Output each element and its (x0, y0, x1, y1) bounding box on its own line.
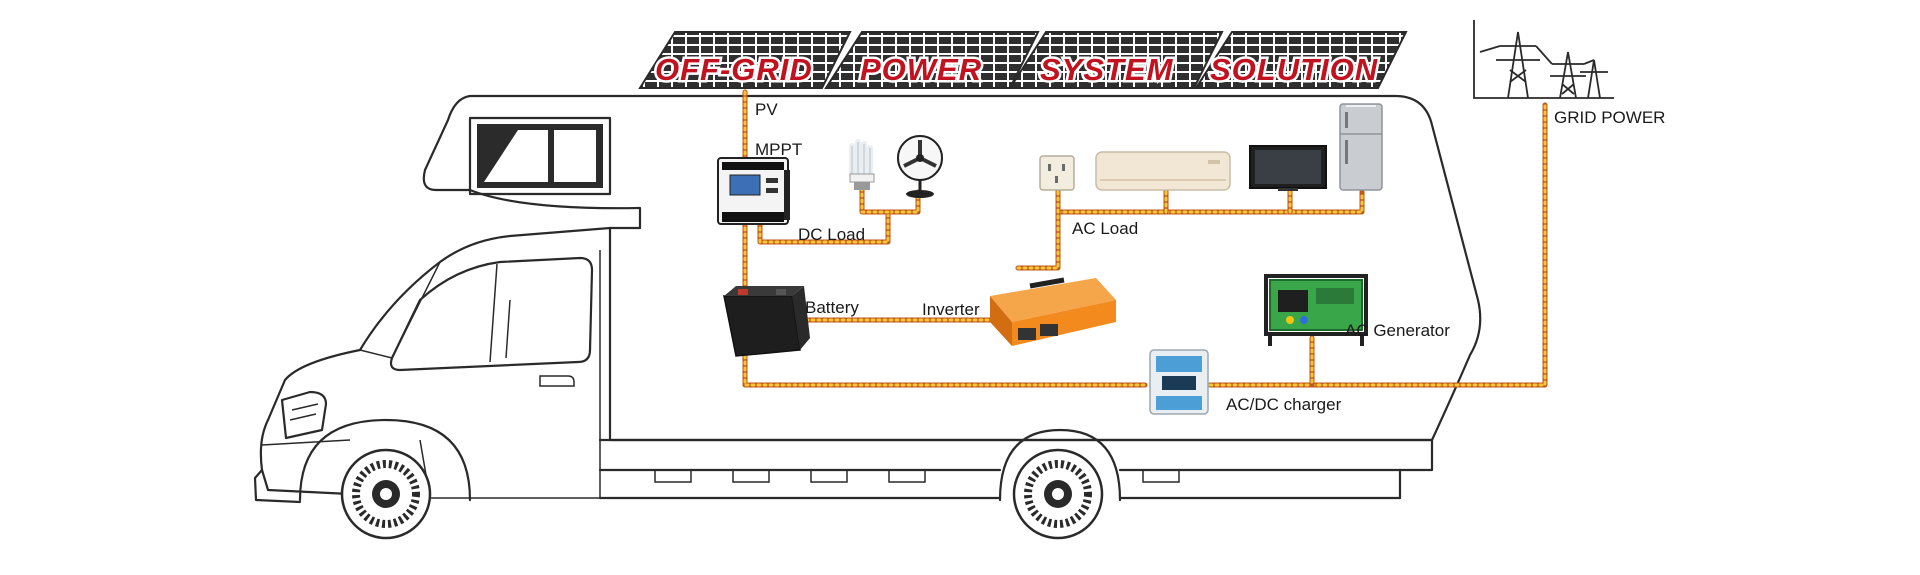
charger-icon (1149, 349, 1209, 415)
generator-icon (1264, 274, 1368, 346)
battery-icon (723, 286, 810, 357)
wire-charger-grid (1207, 102, 1548, 388)
cfl-bulb-icon (849, 139, 875, 190)
inverter-icon (990, 277, 1116, 346)
wire-battery-charger (742, 347, 1148, 388)
refrigerator-icon (1339, 103, 1383, 191)
motorhome-icon (253, 94, 1482, 540)
title: OFF-GRID POWER SYSTEM SOLUTION (653, 50, 1380, 90)
wire-inverter-ac-load (1015, 185, 1365, 271)
label-acdc-charger: AC/DC charger (1226, 395, 1342, 414)
title-word-2: POWER (860, 52, 982, 87)
label-inverter: Inverter (922, 300, 980, 319)
wire-dc-load (757, 179, 921, 245)
label-ac-load: AC Load (1072, 219, 1138, 238)
label-mppt: MPPT (755, 140, 802, 159)
title-word-3: SYSTEM (1040, 52, 1174, 87)
television-icon (1249, 145, 1327, 191)
air-conditioner-icon (1095, 151, 1231, 191)
wiring (742, 89, 1548, 388)
solar-panel-icon (1008, 31, 1224, 89)
wall-socket-icon (1039, 155, 1075, 191)
solar-panel-icon (638, 31, 852, 89)
label-ac-generator: AC Generator (1345, 321, 1450, 340)
title-word-1: OFF-GRID (655, 52, 813, 87)
solar-panel-array (638, 31, 1408, 89)
label-dc-load: DC Load (798, 225, 865, 244)
desk-fan-icon (897, 135, 943, 198)
mppt-controller-icon (717, 157, 790, 225)
solar-panel-icon (1194, 31, 1408, 89)
transmission-tower-icon (1473, 20, 1614, 99)
label-grid-power: GRID POWER (1554, 108, 1665, 127)
label-pv: PV (755, 100, 778, 119)
title-word-4: SOLUTION (1210, 52, 1378, 87)
label-battery: Battery (805, 298, 859, 317)
